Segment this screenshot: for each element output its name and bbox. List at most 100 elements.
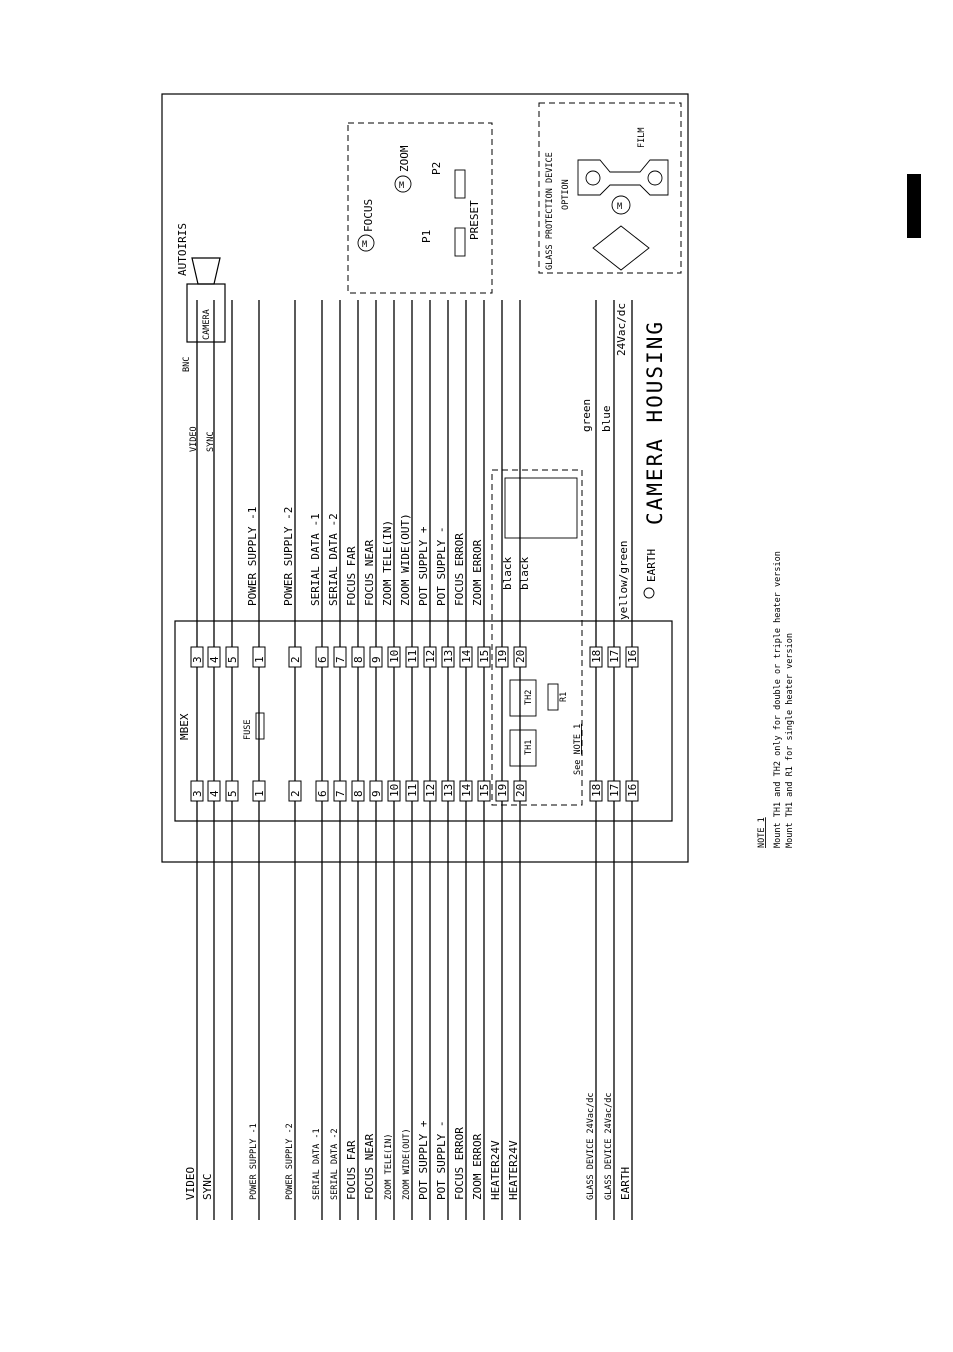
diode-bridge bbox=[592, 225, 650, 271]
left-pin-box bbox=[405, 780, 419, 802]
film-label: FILM bbox=[637, 128, 647, 148]
left-pin-box bbox=[387, 780, 401, 802]
glass-protection-box bbox=[538, 102, 682, 274]
note-line-1: Mount TH1 and TH2 only for double or tri… bbox=[773, 551, 783, 848]
left-pin-box bbox=[625, 780, 639, 802]
mbex-terminal-block bbox=[174, 620, 673, 822]
wire-blue: blue bbox=[600, 406, 613, 433]
housing-title: CAMERA HOUSING bbox=[643, 320, 667, 525]
earth-terminal bbox=[643, 587, 655, 599]
wire-black-1: black bbox=[501, 557, 514, 590]
left-pin-number: 18 bbox=[590, 784, 603, 797]
right-pin-number: 19 bbox=[496, 650, 509, 663]
left-pin-box bbox=[607, 780, 621, 802]
inner-label-potm: POT SUPPLY - bbox=[435, 527, 448, 606]
right-pin-box bbox=[288, 646, 302, 668]
outer-label-9: ZOOM TELE(IN) bbox=[384, 1133, 394, 1200]
outer-label-1: VIDEO bbox=[184, 1167, 197, 1200]
right-pin-number: 18 bbox=[590, 650, 603, 663]
right-pin-number: 2 bbox=[289, 656, 302, 663]
left-pin-number: 8 bbox=[352, 790, 365, 797]
right-pin-number: 8 bbox=[352, 656, 365, 663]
p1-label: P1 bbox=[420, 230, 433, 243]
th1-label: TH1 bbox=[524, 740, 534, 755]
inner-label-potp: POT SUPPLY + bbox=[417, 526, 430, 606]
inner-sync: SYNC bbox=[206, 432, 216, 452]
film-mechanism bbox=[577, 159, 669, 196]
outer-label-7: FOCUS FAR bbox=[345, 1140, 358, 1200]
outer-label-3: POWER SUPPLY -1 bbox=[249, 1123, 259, 1200]
inner-video: VIDEO bbox=[189, 426, 199, 452]
outer-label-10: ZOOM WIDE(OUT) bbox=[402, 1128, 412, 1200]
left-pin-box bbox=[423, 780, 437, 802]
outer-label-15: HEATER24V bbox=[489, 1140, 502, 1200]
left-pin-number: 4 bbox=[208, 790, 221, 797]
inner-label-ztele: ZOOM TELE(IN) bbox=[381, 520, 394, 606]
right-pin-box bbox=[315, 646, 329, 668]
wire-green: green bbox=[580, 399, 593, 432]
heater-elements bbox=[504, 477, 578, 539]
wire-ac: 24Vac/dc bbox=[615, 303, 628, 356]
p1-pot bbox=[454, 227, 466, 257]
outer-label-19: EARTH bbox=[619, 1167, 632, 1200]
focus-motor bbox=[357, 234, 375, 252]
left-pin-box bbox=[288, 780, 302, 802]
wire-yellow-green: yellow/green bbox=[617, 541, 630, 620]
right-pin-box bbox=[252, 646, 266, 668]
right-pin-box bbox=[351, 646, 365, 668]
right-pin-number: 13 bbox=[442, 650, 455, 663]
outer-label-17: GLASS DEVICE 24Vac/dc bbox=[586, 1093, 596, 1200]
th2-label: TH2 bbox=[524, 690, 534, 705]
left-pin-box bbox=[513, 780, 527, 802]
right-pin-box bbox=[441, 646, 455, 668]
right-pin-box bbox=[495, 646, 509, 668]
left-pin-box bbox=[589, 780, 603, 802]
right-pin-box bbox=[333, 646, 347, 668]
mbex-label: MBEX bbox=[178, 713, 191, 740]
autoiris-lens-shape bbox=[191, 257, 221, 285]
preset-label: PRESET bbox=[468, 200, 481, 240]
note-title: NOTE 1 bbox=[757, 817, 767, 848]
heater-dashed-box bbox=[491, 469, 583, 806]
left-pin-box bbox=[351, 780, 365, 802]
right-pin-box bbox=[477, 646, 491, 668]
outer-label-8: FOCUS NEAR bbox=[363, 1133, 376, 1200]
bnc-label: BNC bbox=[182, 357, 192, 372]
left-pin-number: 20 bbox=[514, 784, 527, 797]
right-pin-box bbox=[405, 646, 419, 668]
lens-dashed-box bbox=[347, 122, 493, 294]
right-pin-box bbox=[225, 646, 239, 668]
right-pin-number: 11 bbox=[406, 650, 419, 663]
left-pin-box bbox=[477, 780, 491, 802]
right-pin-number: 12 bbox=[424, 650, 437, 663]
right-pin-number: 17 bbox=[608, 650, 621, 663]
glass-motor bbox=[611, 195, 631, 215]
right-pin-box bbox=[387, 646, 401, 668]
inner-label-zwide: ZOOM WIDE(OUT) bbox=[399, 513, 412, 606]
left-pin-number: 11 bbox=[406, 784, 419, 797]
left-pin-number: 6 bbox=[316, 790, 329, 797]
left-pin-box bbox=[190, 780, 204, 802]
film-roller-left bbox=[585, 170, 601, 186]
left-pin-box bbox=[333, 780, 347, 802]
page-tab-marker bbox=[907, 174, 921, 238]
p2-label: P2 bbox=[430, 162, 443, 175]
right-pin-number: 7 bbox=[334, 656, 347, 663]
th1-box bbox=[509, 729, 537, 767]
left-pin-number: 1 bbox=[253, 790, 266, 797]
zoom-label: ZOOM bbox=[398, 145, 411, 172]
left-pin-box bbox=[225, 780, 239, 802]
right-pin-number: 15 bbox=[478, 650, 491, 663]
outer-label-18: GLASS DEVICE 24Vac/dc bbox=[604, 1093, 614, 1200]
focus-motor-letter: M bbox=[362, 240, 367, 250]
left-pin-box bbox=[315, 780, 329, 802]
note-line-2: Mount TH1 and R1 for single heater versi… bbox=[785, 633, 795, 848]
inner-label-sd1: SERIAL DATA -1 bbox=[309, 513, 322, 606]
fuse-label: FUSE bbox=[243, 720, 253, 740]
right-pin-box bbox=[369, 646, 383, 668]
right-pin-box bbox=[423, 646, 437, 668]
r1-box bbox=[547, 683, 559, 711]
right-pin-number: 14 bbox=[460, 649, 473, 663]
outer-label-12: POT SUPPLY - bbox=[435, 1121, 448, 1200]
right-pin-number: 6 bbox=[316, 656, 329, 663]
